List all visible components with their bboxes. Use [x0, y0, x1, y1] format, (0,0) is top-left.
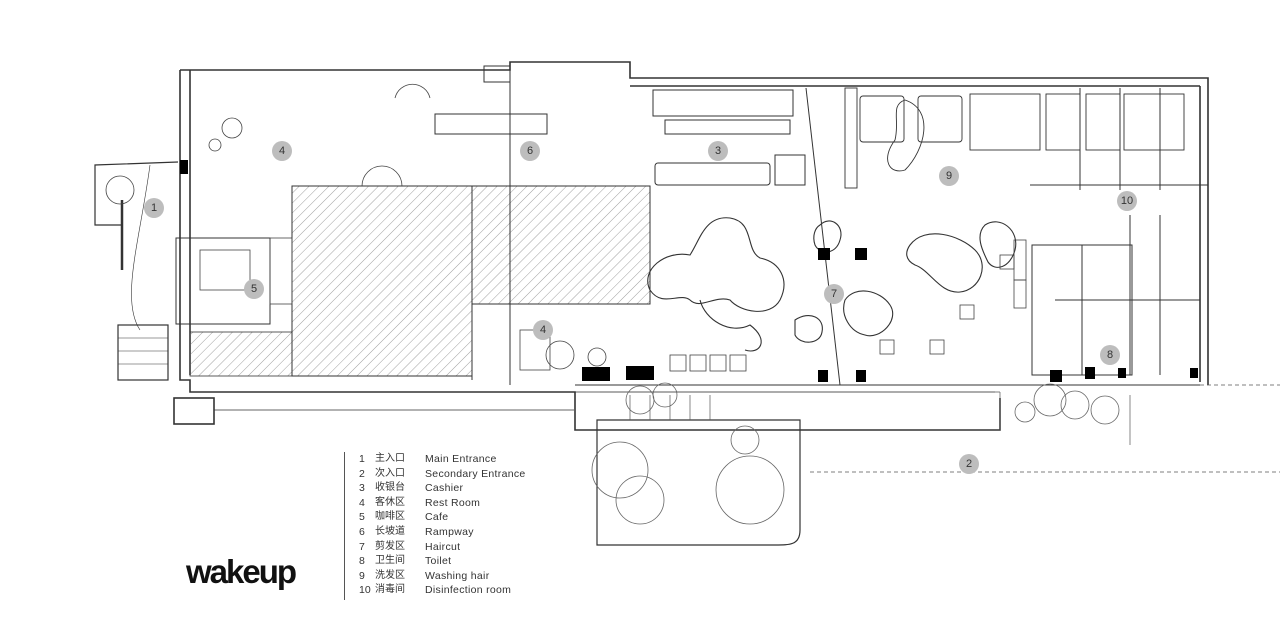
- structural-columns: [180, 160, 1198, 382]
- legend-english-label: Rest Room: [425, 496, 481, 509]
- legend-row: 5 咖啡区 Cafe: [359, 510, 599, 525]
- counters: [434, 65, 806, 186]
- legend-chinese-label: 主入口: [375, 453, 405, 464]
- legend-number: 8: [359, 555, 365, 568]
- legend-english-label: Rampway: [425, 525, 474, 538]
- legend-chinese-label: 长坡道: [375, 525, 405, 537]
- legend-english-label: Secondary Entrance: [425, 467, 526, 480]
- legend-number: 10: [359, 584, 371, 597]
- legend-row: 3 收银台 Cashier: [359, 481, 599, 496]
- area-badge-toilet: 8: [1100, 345, 1120, 365]
- legend-chinese-label: 次入口: [375, 467, 405, 479]
- legend-chinese-label: 客休区: [375, 496, 405, 508]
- outdoor-garden: [591, 382, 1120, 546]
- area-badge-main-entrance: 1: [144, 198, 164, 218]
- main-entrance-vestibule: [94, 161, 179, 381]
- area-badge-rest-room-2: 4: [533, 320, 553, 340]
- hatched-void-ramp: [471, 185, 651, 305]
- organic-lounge-seating: [647, 217, 1017, 352]
- hatched-void-large: [291, 185, 473, 377]
- legend-chinese-label: 咖啡区: [375, 511, 405, 523]
- area-badge-washing-hair: 9: [939, 166, 959, 186]
- legend-number: 5: [359, 511, 365, 524]
- legend-chinese-label: 卫生间: [375, 555, 405, 567]
- area-badge-disinfection-room: 10: [1117, 191, 1137, 211]
- legend-number: 7: [359, 540, 365, 553]
- legend-chinese-label: 收银台: [375, 482, 405, 494]
- legend-english-label: Disinfection room: [425, 584, 512, 597]
- ramps-and-paths: [600, 384, 1280, 473]
- legend-english-label: Washing hair: [425, 569, 490, 582]
- legend-row: 9 洗发区 Washing hair: [359, 569, 599, 584]
- legend-english-label: Main Entrance: [425, 453, 497, 465]
- area-badge-cashier: 3: [708, 141, 728, 161]
- wakeup-logo: wakeup: [186, 553, 297, 590]
- legend-number: 4: [359, 496, 365, 509]
- hatched-void-strip: [189, 331, 293, 377]
- legend-english-label: Toilet: [425, 555, 452, 568]
- legend-row: 1 主入口 Main Entrance: [359, 452, 599, 467]
- legend-number: 6: [359, 525, 365, 538]
- area-badge-rampway: 6: [520, 141, 540, 161]
- area-badge-secondary-entrance: 2: [959, 454, 979, 474]
- exterior-walls: [173, 61, 1209, 431]
- legend-english-label: Cashier: [425, 482, 464, 495]
- legend-number: 1: [359, 453, 365, 465]
- area-badge-cafe: 5: [244, 279, 264, 299]
- legend-chinese-label: 剪发区: [375, 540, 405, 552]
- room-legend: 1 主入口 Main Entrance 2 次入口 Secondary Entrance…: [344, 452, 599, 600]
- legend-row: 2 次入口 Secondary Entrance: [359, 467, 599, 482]
- legend-row: 6 长坡道 Rampway: [359, 525, 599, 540]
- legend-number: 3: [359, 482, 365, 495]
- legend-row: 10 消毒间 Disinfection room: [359, 583, 599, 598]
- furniture: [105, 83, 1027, 372]
- legend-number: 9: [359, 569, 365, 582]
- legend-number: 2: [359, 467, 365, 480]
- area-badge-haircut: 7: [824, 284, 844, 304]
- legend-row: 8 卫生间 Toilet: [359, 554, 599, 569]
- legend-chinese-label: 洗发区: [375, 569, 405, 581]
- legend-english-label: Haircut: [425, 540, 461, 553]
- legend-row: 7 剪发区 Haircut: [359, 540, 599, 555]
- area-badge-rest-room: 4: [272, 141, 292, 161]
- washing-area: [844, 87, 1185, 189]
- legend-row: 4 客休区 Rest Room: [359, 496, 599, 511]
- legend-chinese-label: 消毒间: [375, 584, 405, 596]
- legend-english-label: Cafe: [425, 511, 449, 524]
